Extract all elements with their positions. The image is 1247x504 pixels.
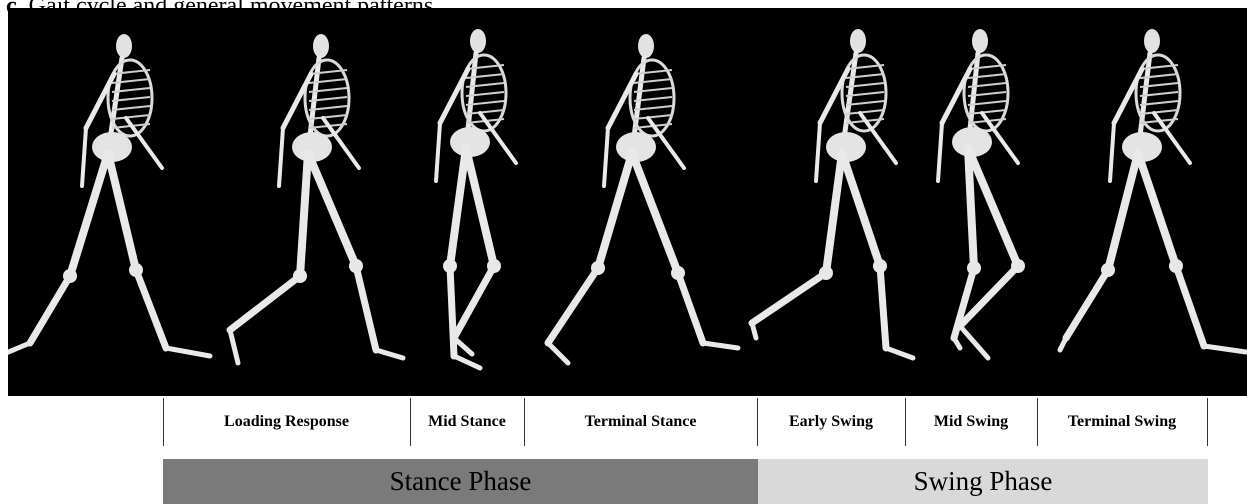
subphase-divider xyxy=(1207,398,1208,446)
skeleton-4 xyxy=(548,34,738,363)
skeleton-sequence xyxy=(8,8,1247,396)
subphase-loading-response: Loading Response xyxy=(163,398,410,446)
skeleton-7 xyxy=(1060,29,1246,352)
subphase-row: Loading Response Mid Stance Terminal Sta… xyxy=(163,398,1208,446)
skeleton-image-panel xyxy=(8,8,1247,396)
subphase-terminal-stance: Terminal Stance xyxy=(524,398,757,446)
subphase-terminal-swing: Terminal Swing xyxy=(1037,398,1207,446)
subphase-mid-swing: Mid Swing xyxy=(905,398,1037,446)
skeleton-1 xyxy=(8,34,210,356)
skeleton-6 xyxy=(938,29,1025,358)
skeleton-5 xyxy=(752,29,913,358)
stance-phase-bar: Stance Phase xyxy=(163,459,758,504)
subphase-mid-stance: Mid Stance xyxy=(410,398,524,446)
skeleton-3 xyxy=(436,29,516,368)
subphase-early-swing: Early Swing xyxy=(757,398,905,446)
skeleton-2 xyxy=(230,34,403,363)
swing-phase-bar: Swing Phase xyxy=(758,459,1208,504)
